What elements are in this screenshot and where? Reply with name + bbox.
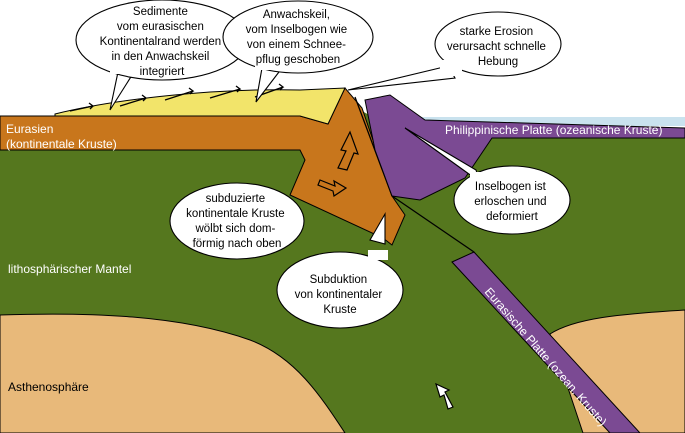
asthenosphere-left	[0, 313, 346, 433]
callout-subduction-text: Subduktion von kontinentaler Kruste	[295, 274, 386, 316]
callout-erosion-text: starke Erosion verursacht schnelle Hebun…	[447, 26, 549, 68]
callout-arc-text: Inselbogen ist erloschen und deformiert	[474, 181, 549, 223]
callout-subduction-bubble	[276, 251, 404, 329]
subducting-oceanic-slab	[451, 251, 641, 433]
ocean-water	[400, 117, 685, 126]
callout-wedge-bubble	[222, 0, 374, 74]
philippine-plate	[364, 94, 685, 201]
label-asthenosphere: Asthenosphäre	[8, 380, 89, 394]
callout-bubbles	[75, 0, 571, 329]
label-philippine-plate: Philippinische Platte (ozeanische Kruste…	[445, 123, 662, 137]
callout-sediment-text: Sedimente vom eurasischen Kontinentalran…	[100, 6, 225, 78]
label-lithospheric-mantle: lithosphärischer Mantel	[8, 262, 131, 276]
callout-erosion-bubble	[434, 11, 562, 77]
callout-dome-text: subduzierte kontinentale Kruste wölbt si…	[186, 193, 288, 250]
thrust-faults	[69, 83, 285, 112]
callout-dome-bubble	[169, 182, 305, 260]
crust-motion-arrows	[317, 130, 454, 410]
callout-pointers	[109, 65, 482, 245]
callout-wedge-text: Anwachskeil, vom Inselbogen wie von eine…	[246, 9, 351, 66]
label-eurasia: Eurasien (kontinentale Kruste)	[6, 122, 117, 151]
